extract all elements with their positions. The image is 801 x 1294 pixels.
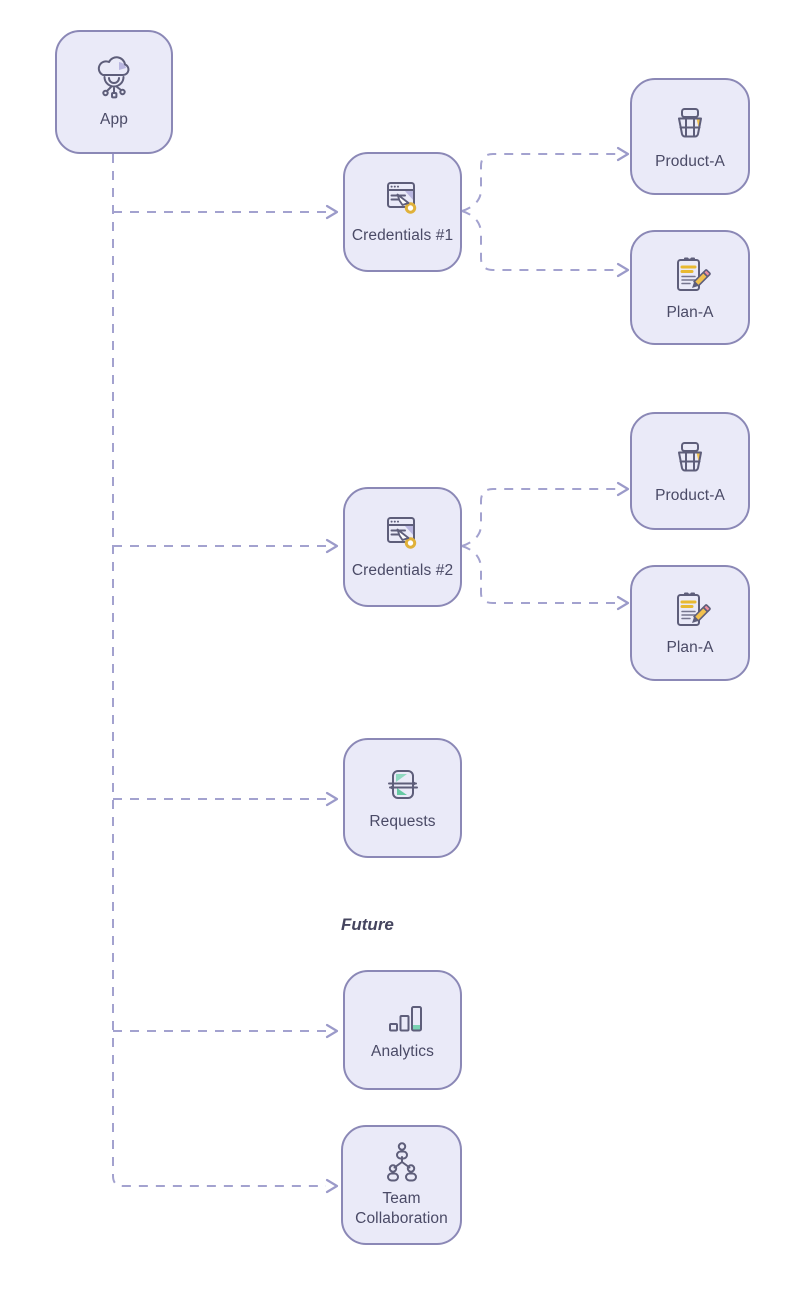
basket-icon bbox=[678, 107, 702, 138]
basket-icon bbox=[678, 442, 702, 472]
node-label: Analytics bbox=[371, 1043, 434, 1061]
node-label: App bbox=[100, 111, 128, 129]
node-requests: Requests bbox=[343, 738, 462, 858]
node-label: Credentials #1 bbox=[351, 227, 454, 245]
sync-card-icon bbox=[387, 770, 418, 800]
node-label: Plan-A bbox=[666, 639, 714, 657]
cloud-network-icon bbox=[97, 56, 130, 99]
edge-cred2-plan bbox=[461, 545, 618, 604]
arrowhead bbox=[325, 1178, 339, 1194]
node-plan-a-1: Plan-A bbox=[630, 230, 750, 345]
node-credentials-1: Credentials #1 bbox=[343, 152, 462, 272]
edge-cred1-plan bbox=[461, 210, 618, 271]
node-product-a-2: Product-A bbox=[630, 412, 750, 530]
arrowhead bbox=[325, 1023, 339, 1039]
edge-cred2-product bbox=[461, 488, 618, 547]
node-label: Product-A bbox=[655, 152, 725, 170]
section-label-future: Future bbox=[341, 915, 394, 934]
edge-cred1-product bbox=[461, 153, 618, 212]
browser-key-icon bbox=[386, 182, 416, 214]
people-tree-icon bbox=[386, 1142, 417, 1182]
arrowhead bbox=[325, 538, 339, 554]
node-label: Team Collaboration bbox=[355, 1190, 448, 1227]
clipboard-pencil-icon bbox=[677, 592, 711, 627]
node-label: Product-A bbox=[655, 487, 725, 505]
arrowhead bbox=[616, 262, 630, 278]
node-plan-a-2: Plan-A bbox=[630, 565, 750, 681]
edge-app-trunk bbox=[112, 154, 326, 1187]
node-label: Credentials #2 bbox=[351, 562, 454, 580]
arrowhead bbox=[325, 204, 339, 220]
browser-key-icon bbox=[386, 517, 416, 549]
node-credentials-2: Credentials #2 bbox=[343, 487, 462, 607]
arrowhead bbox=[616, 481, 630, 497]
node-label: Plan-A bbox=[666, 303, 714, 321]
node-analytics: Analytics bbox=[343, 970, 462, 1090]
node-app: App bbox=[55, 30, 173, 154]
bar-chart-icon bbox=[388, 1006, 422, 1032]
arrowhead bbox=[325, 791, 339, 807]
node-label: Requests bbox=[369, 813, 436, 831]
node-product-a-1: Product-A bbox=[630, 78, 750, 195]
node-team-collaboration: Team Collaboration bbox=[341, 1125, 462, 1245]
clipboard-pencil-icon bbox=[677, 257, 711, 291]
arrowhead bbox=[616, 595, 630, 611]
arrowhead bbox=[616, 146, 630, 162]
